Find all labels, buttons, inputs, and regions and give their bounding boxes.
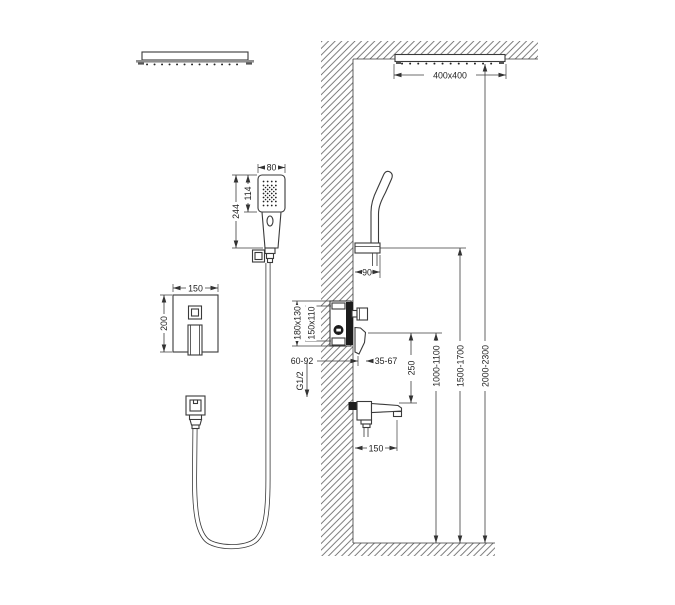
spray-face-dots [262,180,281,207]
hose-outlet-detail [185,395,206,430]
overhead-shower-plate [394,53,506,63]
shower-hose [191,263,271,550]
hand-shower-detail [251,174,286,264]
handle-button [266,215,274,227]
hand-width-label: 80 [267,163,277,173]
mixer-trim-plate-detail [172,294,219,356]
cartridge-slot [336,328,341,332]
plate-nub [246,62,252,65]
dim-trim-plate: 150x110 [305,305,331,342]
hose-nut [264,247,276,255]
overhead-size-label: 400x400 [433,71,467,81]
outlet-cone [189,418,203,426]
dim-holder-projection: 90 [354,255,381,278]
diverter-knob [356,307,369,321]
hand-shower-holder-installed [354,170,393,266]
hose-nut-3 [266,257,274,264]
dim-mixer-to-spout: 250 [399,332,417,404]
holder-projection-label: 90 [362,268,372,278]
dim-embed-depth: 60-92 35-67 [291,356,398,366]
hand-face-label: 114 [243,186,253,200]
mixer-height-label: 1000-1100 [432,345,442,387]
spout-wall-block [348,402,357,410]
mixer-lever-lines [190,325,200,355]
holder-height-label: 1500-1700 [456,345,466,387]
plate-width-label: 150 [188,284,203,294]
knob-stem [351,309,358,318]
spout-hose-stub [363,427,369,437]
wall-hatch [321,41,538,556]
spout-nut-2 [362,423,371,429]
overhead-height-label: 2000-2300 [481,345,491,387]
dim-plate-height: 200 [159,294,172,353]
concealed-mixer-installed [329,300,369,355]
spout-reach-label: 150 [369,444,384,454]
holder-hose-stub [372,253,378,266]
dim-hand-width: 80 [257,162,286,173]
box-bottom-part [331,337,346,346]
wall-section [321,41,538,556]
bath-spout-installed [348,400,403,437]
dim-hand-length: 244 [231,175,263,249]
holder-hand-shower [370,170,393,244]
trim-plate-label: 150x110 [307,306,317,339]
mixer-handle [354,326,367,355]
overhead-nub [396,61,401,64]
wall-bracket-inner [254,251,263,261]
plate-height-label: 200 [159,316,169,331]
shower-plate-flange [136,60,254,63]
embed-depth-label: 60-92 [291,356,314,366]
dim-mixer-height: 1000-1100 [368,332,442,543]
mixer-to-spout-label: 250 [407,361,417,376]
holder-bracket [354,242,381,254]
dim-rough-in-box: 180x130 [291,300,331,347]
box-top-part [331,302,346,310]
dim-overhead-size: 400x400 [393,64,507,81]
dim-thread: G1/2 [295,362,310,398]
hose-nut-2 [265,252,275,260]
outlet-notch [192,399,199,405]
spout-nut [360,419,373,425]
dim-holder-height: 1500-1700 [380,247,466,543]
thread-label: G1/2 [295,371,305,390]
hand-length-label: 244 [231,204,241,219]
trim-projection-label: 35-67 [375,356,398,366]
outlet-hose-end [191,424,200,430]
outlet-nut [188,414,203,421]
overhead-nub [499,61,504,64]
rough-in-box-label: 180x130 [293,306,303,340]
dim-plate-width: 150 [172,283,219,294]
dim-spout-reach: 150 [354,420,398,454]
mixer-lever [187,324,203,356]
plate-nub [138,62,144,65]
spout-body [356,400,373,421]
ceiling-shower-side-detail [136,51,254,66]
box-front-plate [346,302,353,345]
spout-aerator [392,410,403,418]
overhead-shower-installed [394,53,506,65]
diverter-button-inner [190,308,200,317]
shower-plate [141,51,249,61]
dim-overhead-height: 2000-2300 [479,64,491,543]
dim-hand-face: 114 [232,174,257,213]
